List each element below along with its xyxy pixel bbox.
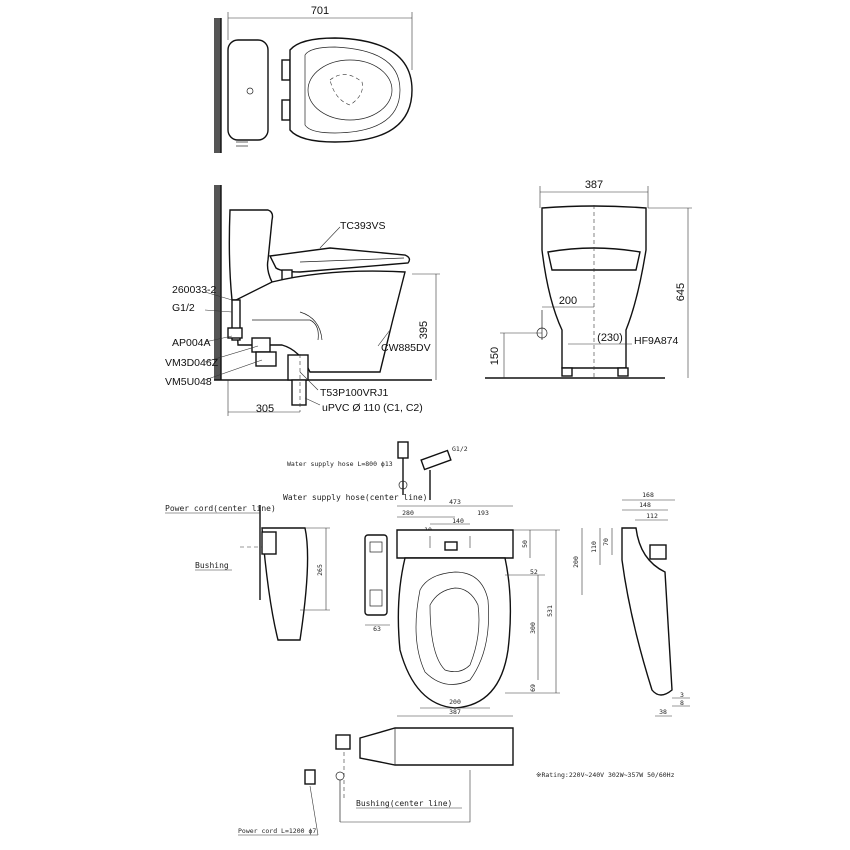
right-seat-profile: [621, 527, 673, 696]
dim-69: 69: [529, 684, 537, 692]
dim-280: 280: [402, 509, 414, 517]
label-rating: ※Rating:220V~240V 302W~357W 50/60Hz: [536, 771, 675, 779]
label-water-hose-center: Water supply hose(center line): [283, 493, 428, 502]
label-bushing-center: Bushing(center line): [356, 799, 452, 808]
dim-3: 3: [680, 691, 684, 699]
dim-50: 50: [521, 540, 529, 548]
label-g12: G1/2: [452, 445, 468, 453]
front-view: 387 645 200 (230) HF9A874 150: [485, 179, 692, 379]
seat-ring: [397, 557, 512, 709]
dim-front-width: 387: [585, 179, 603, 191]
tank-side: [228, 209, 274, 301]
dim-110: 110: [590, 541, 598, 553]
dim-148: 148: [639, 501, 651, 509]
side-view: 395 305 TC393VS 260033-2 G1/2 AP004A VM3…: [165, 185, 440, 416]
dim-300: 300: [529, 622, 537, 634]
side-wall-hatch: [214, 185, 221, 380]
dim-70: 70: [602, 538, 610, 546]
label-front-part: HF9A874: [634, 335, 679, 347]
dim-rough-in: 305: [256, 403, 274, 415]
dim-140: 140: [452, 517, 464, 525]
label-bowl: CW885DV: [381, 342, 431, 354]
drain-pipe: [291, 379, 307, 406]
front-body: [541, 205, 647, 369]
seat-detail: Water supply hose L=800 ϕ13 G1/2 Water s…: [165, 441, 690, 836]
dim-168: 168: [642, 491, 654, 499]
dim-193: 193: [477, 509, 489, 517]
label-part-2: G1/2: [172, 302, 195, 314]
dim-front-inlet-spacing: (230): [597, 332, 623, 344]
seat-top: [289, 37, 413, 143]
dim-200: 200: [449, 698, 461, 706]
seat-rear-view: [359, 727, 514, 766]
seat-side: [268, 247, 411, 273]
bowl-side: [235, 270, 406, 373]
dim-63: 63: [373, 625, 381, 633]
label-bushing: Bushing: [195, 561, 229, 570]
g12-fitting: [420, 449, 452, 471]
dim-top-width: 701: [311, 5, 329, 17]
label-part-4: VM3D046Z: [165, 357, 219, 369]
dim-front-height: 645: [675, 283, 687, 301]
label-part-3: AP004A: [172, 337, 211, 349]
wall-hatch: [214, 18, 221, 153]
label-power-cord: Power cord L=1200 ϕ7: [238, 827, 316, 835]
dim-531: 531: [546, 605, 554, 617]
tank-top: [227, 39, 269, 141]
dim-8: 8: [680, 699, 684, 707]
label-part-1: 260033-2: [172, 284, 217, 296]
dim-38: 38: [659, 708, 667, 716]
dim-473: 473: [449, 498, 461, 506]
front-seat: [547, 247, 641, 271]
dim-front-inlet-offset: 200: [559, 295, 577, 307]
dim-112: 112: [646, 512, 658, 520]
dim-seat-height: 395: [418, 321, 430, 339]
top-view: 701: [214, 5, 413, 153]
dim-387: 387: [449, 708, 461, 716]
label-seat: TC393VS: [340, 220, 386, 232]
label-part-6: T53P100VRJ1: [320, 387, 388, 399]
plug-icon: [335, 734, 351, 750]
dim-265: 265: [316, 564, 324, 576]
power-plug: [304, 769, 316, 785]
label-part-5: VM5U048: [165, 376, 212, 388]
left-seat-profile: [261, 527, 309, 641]
dim-200-vertical: 200: [572, 556, 580, 568]
label-pipe: uPVC Ø 110 (C1, C2): [322, 402, 423, 414]
dim-52: 52: [530, 568, 538, 576]
label-water-hose: Water supply hose L=800 ϕ13: [287, 460, 393, 468]
dim-front-inlet-height: 150: [489, 347, 501, 365]
control-panel: [364, 534, 388, 616]
label-power-cord-center: Power cord(center line): [165, 504, 276, 513]
